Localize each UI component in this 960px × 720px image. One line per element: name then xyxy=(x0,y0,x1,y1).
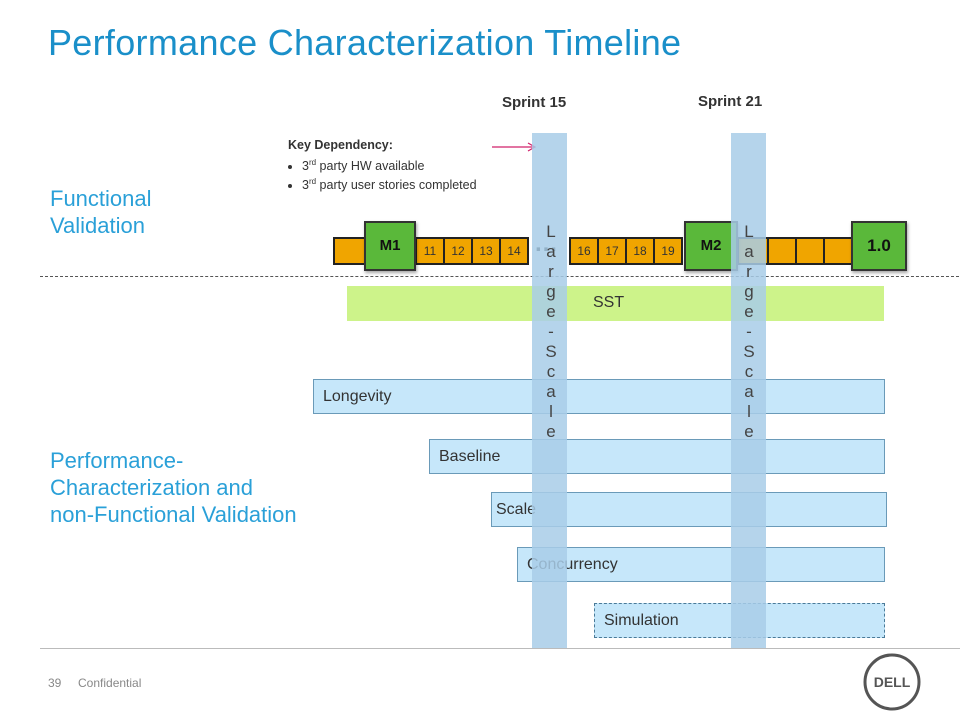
large-scale-band-sprint-15 xyxy=(532,133,567,648)
timeline-cell xyxy=(767,237,797,265)
large-scale-letter: l xyxy=(549,402,553,421)
longevity-track: Longevity xyxy=(313,379,885,414)
large-scale-letter: a xyxy=(546,242,556,261)
sprint-cell-19: 19 xyxy=(653,237,683,265)
sprint-cell-11: 11 xyxy=(415,237,445,265)
large-scale-letter: a xyxy=(546,382,556,401)
timeline-cell xyxy=(333,237,367,265)
large-scale-letter: S xyxy=(545,342,557,361)
functional-validation-label: Functional Validation xyxy=(50,186,152,238)
confidential-label: Confidential xyxy=(78,676,142,690)
sprint-15-label: Sprint 15 xyxy=(502,94,567,111)
svg-text:DELL: DELL xyxy=(874,674,911,690)
footer-divider xyxy=(40,648,960,649)
milestone-release: 1.0 xyxy=(851,221,907,271)
sprint-cell-18: 18 xyxy=(625,237,655,265)
large-scale-letter: S xyxy=(743,342,755,361)
large-scale-letter: e xyxy=(546,422,556,441)
large-scale-letter: l xyxy=(747,402,751,421)
key-dependency-note: Key Dependency: 3rd party HW available 3… xyxy=(288,138,488,193)
sprint-21-label: Sprint 21 xyxy=(698,93,763,110)
large-scale-letter: a xyxy=(744,382,754,401)
large-scale-letter: L xyxy=(744,222,754,241)
dell-logo-icon: DELL xyxy=(863,653,921,711)
sprint-cell-16: 16 xyxy=(569,237,599,265)
large-scale-letter: c xyxy=(546,362,556,381)
milestone-m2: M2 xyxy=(684,221,738,271)
large-scale-letter: a xyxy=(744,242,754,261)
large-scale-letter: e xyxy=(744,422,754,441)
large-scale-letter: e xyxy=(744,302,754,321)
sprint-cell-13: 13 xyxy=(471,237,501,265)
key-dependency-heading: Key Dependency: xyxy=(288,138,393,152)
timeline-cell xyxy=(823,237,853,265)
page-title: Performance Characterization Timeline xyxy=(48,22,682,63)
performance-validation-label: Performance- Characterization and non-Fu… xyxy=(50,448,297,527)
sst-label: SST xyxy=(593,294,625,311)
sprint-cell-17: 17 xyxy=(597,237,627,265)
large-scale-letter: c xyxy=(744,362,754,381)
page-number: 39 xyxy=(48,676,62,690)
large-scale-letter: L xyxy=(546,222,556,241)
large-scale-letter: - xyxy=(548,322,554,341)
large-scale-band-sprint-21 xyxy=(731,133,766,648)
sst-bar: SST xyxy=(347,286,884,321)
large-scale-letter: g xyxy=(546,282,556,301)
large-scale-letter: r xyxy=(548,262,554,281)
large-scale-letter: g xyxy=(744,282,754,301)
baseline-track: Baseline xyxy=(429,439,885,474)
concurrency-track: Concurrency xyxy=(517,547,885,582)
sprint-cell-14: 14 xyxy=(499,237,529,265)
milestone-m1: M1 xyxy=(364,221,416,271)
section-divider xyxy=(40,276,960,277)
timeline-cell xyxy=(795,237,825,265)
large-scale-letter: r xyxy=(746,262,752,281)
key-dependency-item: 3rd party HW available xyxy=(302,155,488,174)
large-scale-letter: e xyxy=(546,302,556,321)
large-scale-letter: - xyxy=(746,322,752,341)
key-dependency-item: 3rd party user stories completed xyxy=(302,174,488,193)
sprint-cell-12: 12 xyxy=(443,237,473,265)
